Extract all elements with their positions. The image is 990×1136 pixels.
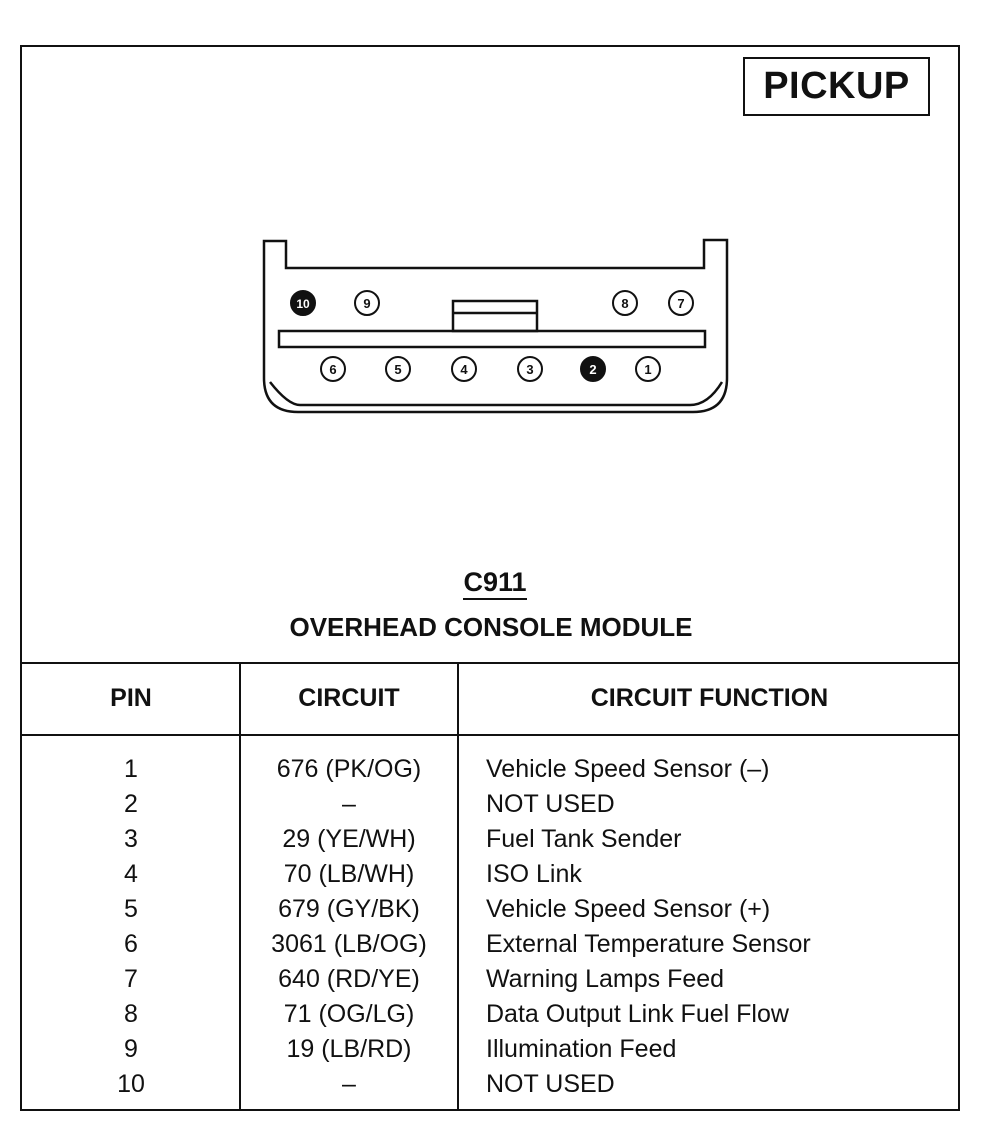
connector-pin-4: 4 [451,356,477,382]
pin-circle [517,356,543,382]
pin-number-label: 6 [329,362,336,377]
table-row-circuit: 640 (RD/YE) [278,965,420,993]
col-divider-2 [457,662,459,1111]
pin-circle [580,356,606,382]
table-row-pin: 10 [117,1070,145,1098]
connector-pin-10: 10 [290,290,316,316]
pin-circle [320,356,346,382]
connector-pin-6: 6 [320,356,346,382]
pin-circle [290,290,316,316]
connector-pin-7: 7 [668,290,694,316]
table-row-circuit: 676 (PK/OG) [276,755,422,783]
table-row-function: ISO Link [486,860,582,888]
connector-pin-3: 3 [517,356,543,382]
pin-number-label: 9 [363,296,370,311]
diagram-frame [20,45,960,1111]
connector-pin-5: 5 [385,356,411,382]
pin-circle [668,290,694,316]
table-row-circuit: 70 (LB/WH) [283,860,415,888]
table-row-pin: 2 [124,790,138,818]
table-row-circuit: 29 (YE/WH) [282,825,416,853]
pin-number-label: 10 [296,297,310,311]
connector-inner-contour [269,381,724,407]
table-row-function: Data Output Link Fuel Flow [486,1000,789,1028]
table-row-circuit: 19 (LB/RD) [286,1035,412,1063]
table-row-function: Vehicle Speed Sensor (+) [486,895,771,923]
table-row-pin: 3 [124,825,138,853]
connector-outline [262,238,729,414]
header-pin: PIN [110,684,152,712]
pin-circle [451,356,477,382]
connector-name: OVERHEAD CONSOLE MODULE [289,612,693,642]
table-row-function: Vehicle Speed Sensor (–) [486,755,770,783]
locking-tab [451,299,539,333]
pin-number-label: 3 [526,362,533,377]
table-row-circuit: – [342,1070,356,1098]
connector-pin-2: 2 [580,356,606,382]
table-row-pin: 6 [124,930,138,958]
pin-layer: 10 9 8 7 6 5 4 3 2 1 [290,290,694,382]
pin-circle [635,356,661,382]
table-top-rule [22,662,960,664]
table-row-pin: 7 [124,965,138,993]
table-row-pin: 9 [124,1035,138,1063]
header-function: CIRCUIT FUNCTION [590,684,829,712]
pin-number-label: 2 [589,362,596,377]
pin-circle [612,290,638,316]
table-row-pin: 1 [124,755,138,783]
table-row-function: External Temperature Sensor [486,930,811,958]
pin-number-label: 1 [644,362,651,377]
table-row-circuit: 3061 (LB/OG) [271,930,427,958]
connector-pin-1: 1 [635,356,661,382]
table-row-pin: 4 [124,860,138,888]
table-row-function: NOT USED [486,1070,615,1098]
pin-number-label: 4 [460,362,468,377]
connector-pin-8: 8 [612,290,638,316]
table-row-circuit: 679 (GY/BK) [278,895,420,923]
table-row-function: Illumination Feed [486,1035,677,1063]
pinout-table: PIN CIRCUIT CIRCUIT FUNCTION 1 676 (PK/OG… [22,662,960,1111]
table-row-pin: 5 [124,895,138,923]
table-row-circuit: 71 (OG/LG) [283,1000,415,1028]
pin-number-label: 8 [621,296,628,311]
pin-circle [385,356,411,382]
table-row-function: Warning Lamps Feed [486,965,725,993]
divider-rib [277,329,707,349]
connector-pin-9: 9 [354,290,380,316]
header-bottom-rule [22,734,960,736]
pin-number-label: 7 [677,296,684,311]
header-circuit: CIRCUIT [298,684,400,712]
pin-number-label: 5 [394,362,401,377]
table-row-function: NOT USED [486,790,615,818]
connector-id: C911 [0,567,990,600]
col-divider-1 [239,662,241,1111]
table-row-function: Fuel Tank Sender [486,825,682,853]
table-row-pin: 8 [124,1000,138,1028]
table-row-circuit: – [342,790,356,818]
vehicle-badge: PICKUP [743,57,930,116]
pin-circle [354,290,380,316]
